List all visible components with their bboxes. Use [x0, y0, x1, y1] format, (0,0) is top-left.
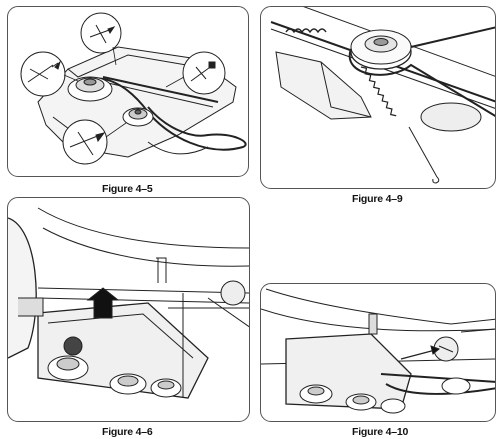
mower-deck-top-illustration	[20, 12, 247, 165]
figure-4-6-panel	[7, 197, 250, 422]
idler-spring-illustration	[270, 7, 495, 184]
figure-4-6-caption: Figure 4–6	[102, 426, 153, 438]
figure-4-10-panel	[260, 283, 496, 422]
figure-4-9-caption: Figure 4–9	[352, 193, 403, 205]
figure-4-5-caption: Figure 4–5	[102, 183, 153, 195]
figure-4-5-panel	[7, 6, 249, 177]
mower-underside-illustration	[8, 207, 249, 399]
belt-installation-illustration	[261, 288, 495, 414]
figure-4-10-caption: Figure 4–10	[352, 426, 409, 438]
figure-4-9-panel	[260, 6, 496, 189]
